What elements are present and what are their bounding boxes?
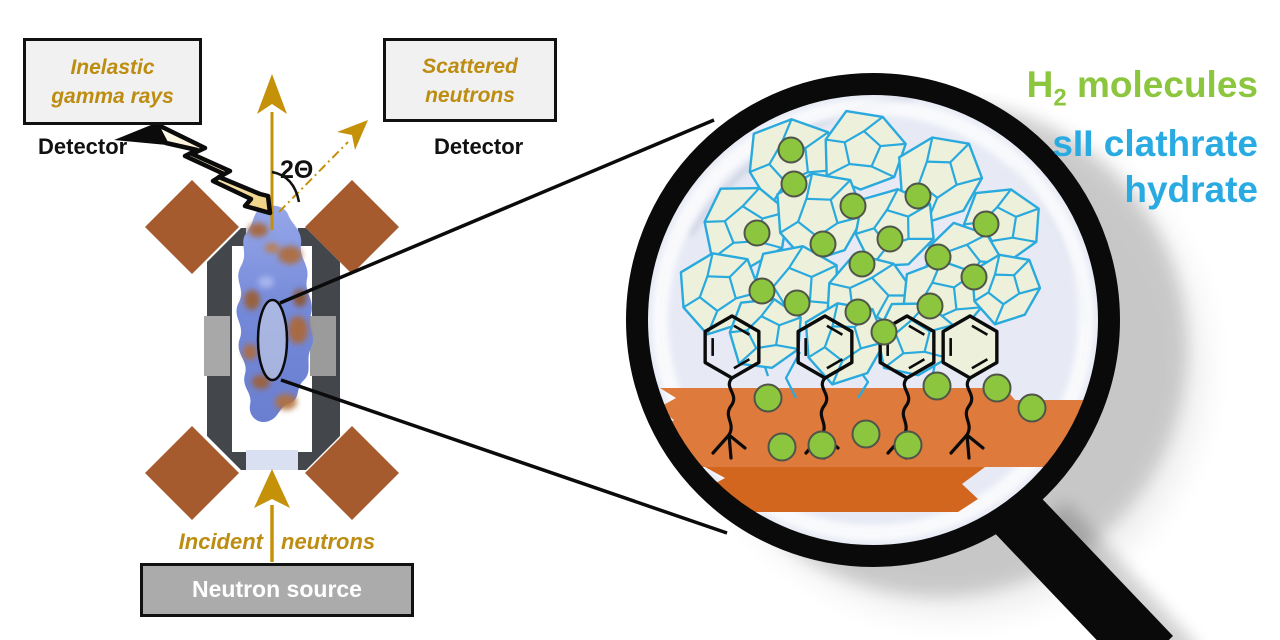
clathrate-label-line2: hydrate	[1124, 169, 1258, 211]
sediment-surface-lower	[703, 467, 985, 512]
surface-h2-molecule	[893, 430, 923, 460]
zoom-line-bottom	[280, 378, 728, 535]
clathrate-cage	[804, 302, 887, 386]
h2-molecule	[783, 289, 811, 317]
magnifier-labels: H2 molecules sII clathrate hydrate	[1027, 62, 1258, 213]
clathrate-cage	[824, 109, 907, 191]
pressure-cell-diagram	[114, 74, 399, 562]
sample	[236, 205, 313, 423]
gamma-ray-bolt	[114, 121, 273, 216]
gasket-right	[310, 316, 336, 376]
h2-molecule	[876, 225, 904, 253]
h2-molecules-label: H2 molecules	[1026, 64, 1258, 112]
h2-molecule	[844, 298, 872, 326]
surface-h2-molecule	[851, 419, 881, 449]
benzene-ring	[941, 314, 999, 380]
detector-right-label: Detector	[434, 134, 524, 159]
h2-molecule	[924, 243, 952, 271]
gasket-left	[204, 316, 230, 376]
zoom-region-ellipse	[256, 298, 289, 382]
surface-h2-molecule	[1017, 393, 1047, 423]
two-theta-arc	[271, 170, 301, 203]
h2-molecule	[748, 277, 776, 305]
h2-molecule	[777, 136, 805, 164]
surface-h2-molecule	[982, 373, 1012, 403]
surface-h2-molecule	[767, 432, 797, 462]
clathrate-label-line1: sII clathrate	[1052, 123, 1258, 165]
inelastic-line2: gamma rays	[51, 85, 174, 108]
h2-molecule	[780, 170, 808, 198]
inelastic-line1: Inelastic	[70, 56, 155, 79]
h2-molecule	[972, 210, 1000, 238]
h2-molecule	[960, 263, 988, 291]
scattering-angle-label: 2Θ	[280, 156, 314, 184]
scattered-line1: Scattered	[422, 55, 518, 78]
h2-molecules	[743, 136, 1047, 462]
h2-molecule	[848, 250, 876, 278]
clathrate-cage	[971, 253, 1042, 326]
anvil-bottom-left	[145, 426, 239, 520]
anvil-top-left	[145, 180, 239, 274]
surface-h2-molecule	[753, 383, 783, 413]
incident-neutrons-label-right: neutrons	[281, 529, 376, 554]
h2-molecule	[904, 182, 932, 210]
h2-molecule	[916, 292, 944, 320]
incident-neutron-arrow	[254, 469, 290, 562]
scattered-neutrons-box: Scattered neutrons	[383, 38, 557, 122]
h2-molecule	[809, 230, 837, 258]
h2-molecule	[839, 192, 867, 220]
surface-h2-molecule	[922, 371, 952, 401]
magnifier	[626, 73, 1204, 640]
neutron-source-box: Neutron source	[140, 563, 414, 617]
inelastic-gamma-rays-box: Inelastic gamma rays	[23, 38, 202, 125]
surface-h2-molecule	[807, 430, 837, 460]
neutron-source-label: Neutron source	[192, 576, 362, 602]
scattered-line2: neutrons	[425, 84, 515, 107]
lens-rim	[626, 73, 1120, 567]
anvil-bottom-right	[305, 426, 399, 520]
scattered-neutron-arrow	[278, 120, 368, 213]
gamma-direction-arrow	[257, 74, 287, 230]
window-bottom	[246, 450, 298, 470]
incident-neutrons-label-left: Incident	[178, 529, 263, 554]
alkyl-tail	[711, 376, 747, 460]
h2-molecule	[743, 219, 771, 247]
alkyl-tail	[949, 376, 985, 460]
h2-molecule	[870, 318, 898, 346]
detector-left-label: Detector	[38, 134, 128, 159]
zoom-line-top	[279, 118, 715, 305]
magnifier-handle	[987, 484, 1173, 640]
